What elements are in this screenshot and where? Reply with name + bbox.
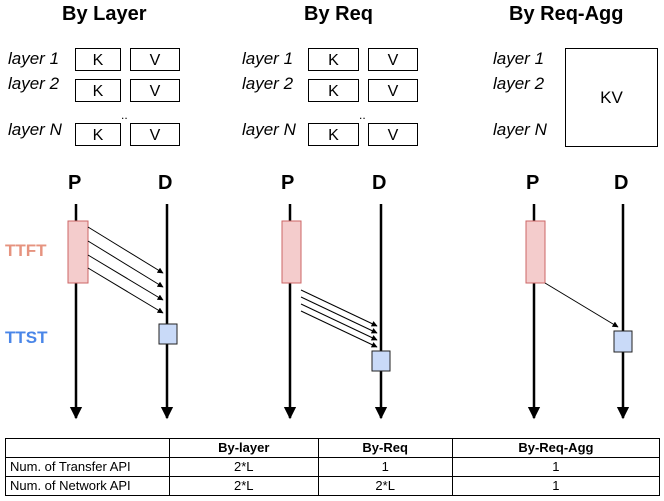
table-cell: 2*L bbox=[169, 457, 319, 477]
timeline-diagram bbox=[67, 204, 633, 420]
decode-block bbox=[371, 350, 391, 372]
decode-label: D bbox=[614, 172, 629, 194]
transfer-arrow bbox=[300, 310, 378, 348]
layer-2-label: layer 2 bbox=[493, 74, 545, 93]
table-cell: 2*L bbox=[317, 476, 453, 496]
v-box: V bbox=[368, 123, 418, 146]
layer-1-label: layer 1 bbox=[493, 49, 545, 68]
by-req-agg-title: By Req-Agg bbox=[509, 3, 624, 25]
k-box: K bbox=[308, 79, 359, 102]
kv-aggregate-box: KV bbox=[565, 48, 658, 147]
table-row: Num. of Network API 2*L 2*L 1 bbox=[5, 476, 661, 496]
row-label: Num. of Network API bbox=[5, 476, 170, 496]
layer-1-label: layer 1 bbox=[242, 49, 294, 68]
table-header-cell: By-Req bbox=[317, 438, 453, 458]
k-box: K bbox=[75, 48, 121, 71]
prefill-block bbox=[525, 220, 546, 284]
table-cell: 2*L bbox=[169, 476, 319, 496]
k-box: K bbox=[75, 123, 121, 146]
layer-2-label: layer 2 bbox=[242, 74, 294, 93]
prefill-label: P bbox=[281, 172, 295, 194]
table-row: Num. of Transfer API 2*L 1 1 bbox=[5, 457, 661, 477]
decode-block bbox=[613, 330, 633, 353]
transfer-arrow bbox=[544, 282, 619, 328]
transfer-arrow bbox=[87, 226, 164, 274]
prefill-block bbox=[281, 220, 302, 284]
layer-n-label: layer N bbox=[242, 120, 296, 139]
table-header-cell: By-layer bbox=[169, 438, 319, 458]
v-box: V bbox=[368, 79, 418, 102]
layer-n-label: layer N bbox=[493, 120, 547, 139]
k-box: K bbox=[308, 48, 359, 71]
decode-block bbox=[158, 323, 178, 345]
layer-2-label: layer 2 bbox=[8, 74, 60, 93]
transfer-arrow bbox=[300, 303, 378, 341]
by-layer-title: By Layer bbox=[62, 3, 147, 25]
table-header-cell bbox=[5, 438, 170, 458]
transfer-arrow bbox=[300, 289, 378, 327]
v-box: V bbox=[130, 79, 180, 102]
ttft-label: TTFT bbox=[5, 241, 47, 260]
layer-n-label: layer N bbox=[8, 120, 62, 139]
table-cell: 1 bbox=[451, 476, 661, 496]
table-cell: 1 bbox=[317, 457, 453, 477]
transfer-arrow bbox=[87, 254, 164, 301]
decode-label: D bbox=[372, 172, 387, 194]
prefill-block bbox=[67, 220, 89, 284]
row-label: Num. of Transfer API bbox=[5, 457, 170, 477]
ellipsis: .. bbox=[359, 108, 366, 122]
prefill-label: P bbox=[68, 172, 82, 194]
decode-label: D bbox=[158, 172, 173, 194]
v-box: V bbox=[130, 48, 180, 71]
v-box: V bbox=[368, 48, 418, 71]
table-cell: 1 bbox=[451, 457, 661, 477]
k-box: K bbox=[75, 79, 121, 102]
prefill-label: P bbox=[526, 172, 540, 194]
table-header-row: By-layer By-Req By-Req-Agg bbox=[5, 438, 661, 458]
ellipsis: .. bbox=[121, 108, 128, 122]
layer-1-label: layer 1 bbox=[8, 49, 60, 68]
by-req-title: By Req bbox=[304, 3, 373, 25]
comparison-table: By-layer By-Req By-Req-Agg Num. of Trans… bbox=[5, 438, 661, 496]
transfer-arrow bbox=[87, 240, 164, 288]
transfer-arrow bbox=[87, 267, 164, 314]
table-header-cell: By-Req-Agg bbox=[451, 438, 661, 458]
v-box: V bbox=[130, 123, 180, 146]
transfer-arrow bbox=[300, 296, 378, 334]
ttst-label: TTST bbox=[5, 328, 48, 347]
k-box: K bbox=[308, 123, 359, 146]
